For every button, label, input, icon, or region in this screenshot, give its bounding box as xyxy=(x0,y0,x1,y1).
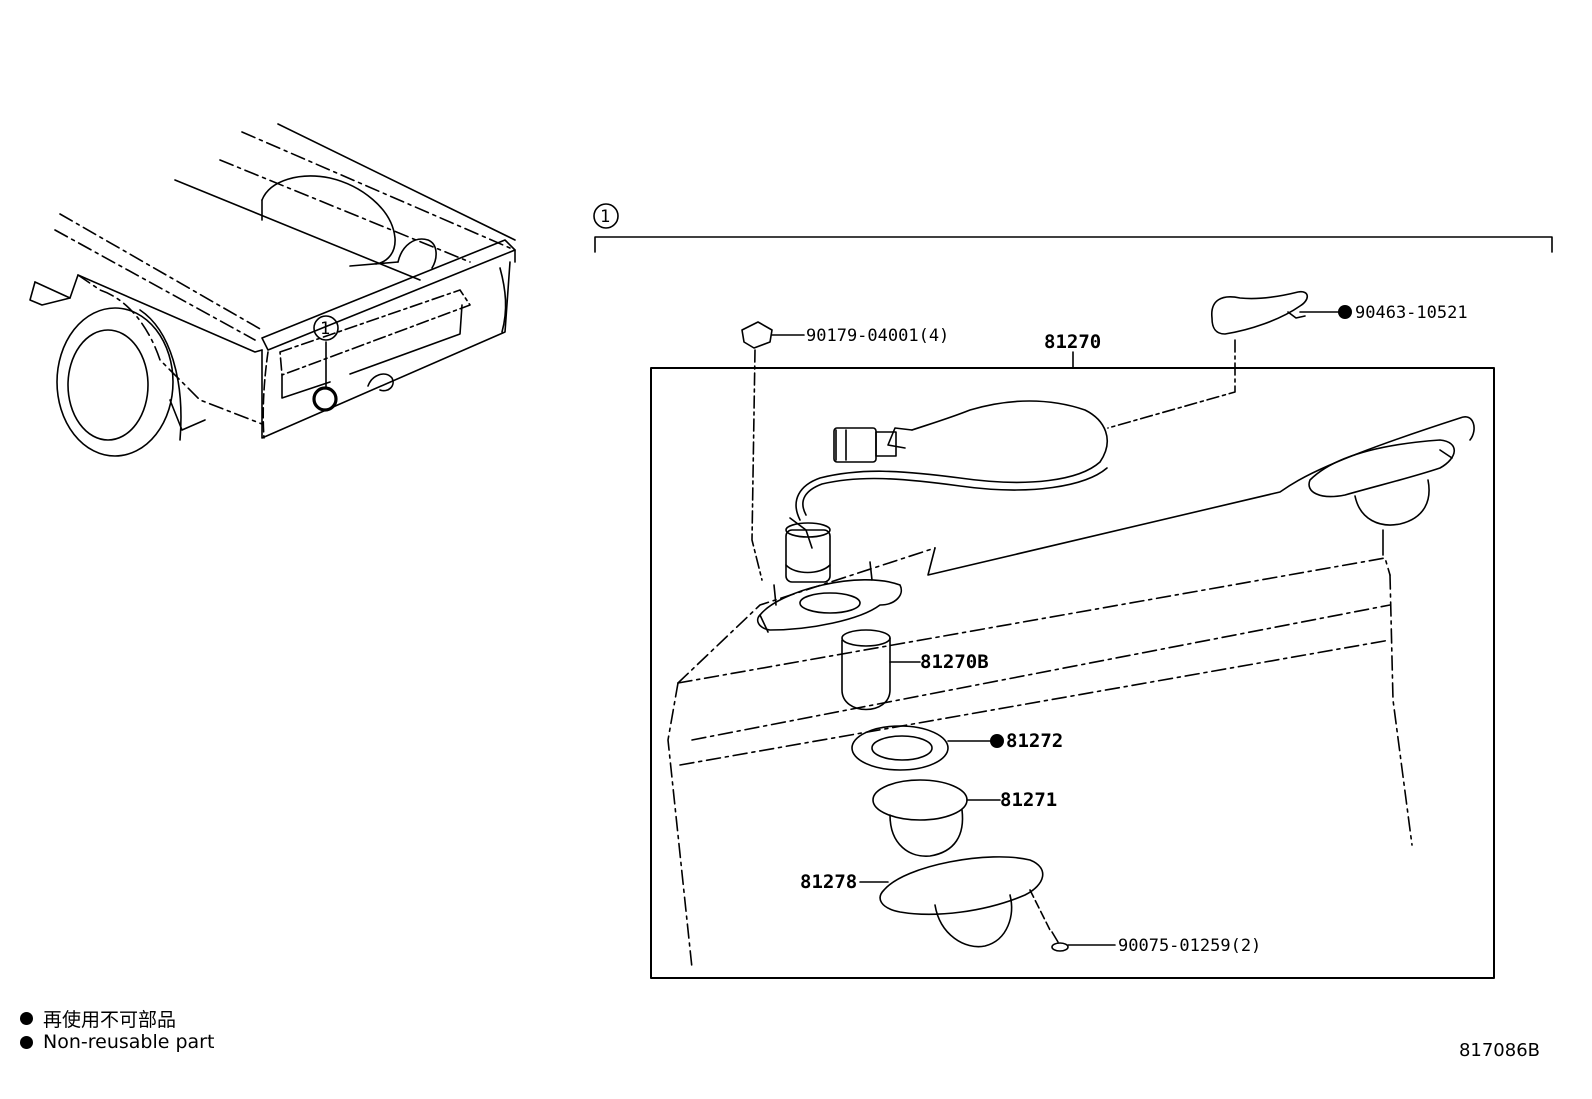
label-81278: 81278 xyxy=(800,871,857,893)
nonreusable-dot-90463 xyxy=(1338,305,1352,319)
truck-rear-view xyxy=(29,123,516,457)
label-90075: 90075-01259(2) xyxy=(1118,936,1261,956)
assembly-81270-box xyxy=(650,367,1495,979)
clip-90463 xyxy=(1107,290,1341,429)
nonreusable-dot-81272 xyxy=(990,734,1004,748)
drawing-id: 817086B xyxy=(1458,1040,1540,1061)
mounted-lamp-illustration xyxy=(1308,439,1456,526)
label-90179: 90179-04001(4) xyxy=(806,326,949,346)
nut-90179 xyxy=(741,321,805,581)
label-81271: 81271 xyxy=(1000,789,1057,811)
legend-dot-icon xyxy=(20,1012,33,1025)
label-81272: 81272 xyxy=(1006,730,1063,752)
callout-number-truck: 1 xyxy=(320,319,330,339)
legend-en-text: Non-reusable part xyxy=(43,1031,215,1053)
legend-dot-icon xyxy=(20,1035,33,1049)
wire-harness xyxy=(789,400,1109,549)
bumper-outline xyxy=(667,416,1475,969)
gasket-81272 xyxy=(851,725,991,771)
callout-bracket xyxy=(594,236,1553,253)
screw-90075 xyxy=(1029,889,1116,952)
bulb-81270B xyxy=(841,629,921,711)
legend-jp-text: 再使用不可部品 xyxy=(43,1009,177,1031)
callout-number-exploded: 1 xyxy=(600,207,610,227)
callout-circle-exploded xyxy=(593,203,619,229)
housing-81278 xyxy=(859,856,1044,948)
socket-assembly xyxy=(756,522,902,633)
label-90463: 90463-10521 xyxy=(1355,303,1468,323)
legend-jp: 再使用不可部品 xyxy=(20,1005,176,1032)
callout-circle-truck xyxy=(313,315,339,341)
label-81270B: 81270B xyxy=(920,651,989,673)
label-81270: 81270 xyxy=(1044,331,1101,353)
lens-81271 xyxy=(872,779,1001,857)
lamp-location-marker xyxy=(312,386,338,412)
legend-en: Non-reusable part xyxy=(20,1031,214,1053)
